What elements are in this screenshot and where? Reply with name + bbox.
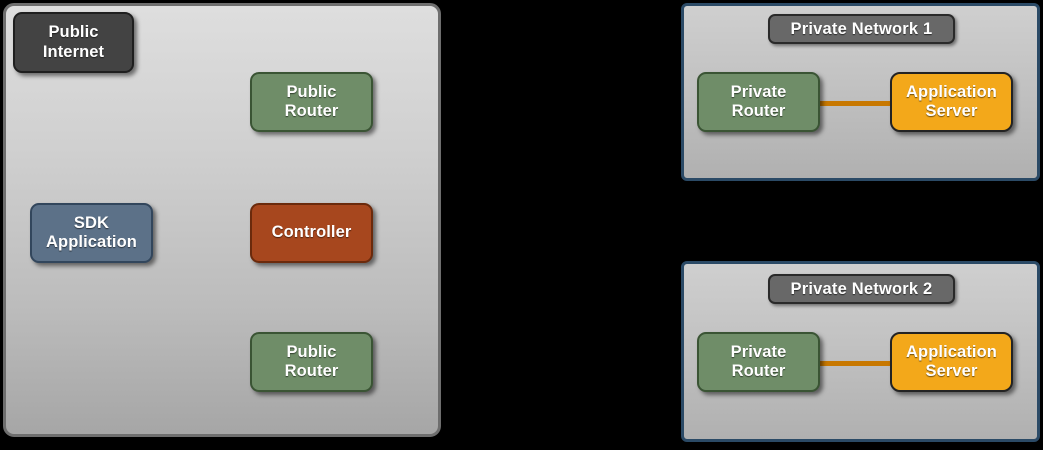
- node-public-internet-label-line1: Public: [48, 23, 99, 42]
- node-public-router-bottom-label-line2: Router: [284, 362, 339, 380]
- public-zone-container: Public Internet Public Router SDK Applic…: [3, 3, 441, 437]
- node-public-internet[interactable]: Public Internet: [13, 12, 134, 73]
- private-network-2-title-label: Private Network 2: [790, 279, 933, 298]
- node-controller-label: Controller: [271, 223, 352, 242]
- node-private-router-2-label-line2: Router: [731, 362, 786, 380]
- private-network-1-container: Private Network 1 Private Router Applica…: [681, 3, 1040, 181]
- node-sdk-application-label-line1: SDK: [73, 213, 110, 232]
- node-application-server-2-label-line1: Application: [906, 342, 997, 361]
- link-private-router-1-to-application-server-1: [817, 101, 899, 106]
- private-network-1-title-label: Private Network 1: [790, 19, 933, 38]
- node-sdk-application[interactable]: SDK Application: [30, 203, 153, 263]
- node-public-router-bottom-label-line1: Public: [286, 342, 337, 361]
- node-private-router-2-label-line1: Private: [730, 342, 787, 361]
- private-network-2-container: Private Network 2 Private Router Applica…: [681, 261, 1040, 442]
- node-application-server-1[interactable]: Application Server: [890, 72, 1013, 132]
- node-application-server-1-label-line1: Application: [906, 82, 997, 101]
- node-public-internet-label-line2: Internet: [42, 42, 105, 61]
- private-network-1-title: Private Network 1: [768, 14, 955, 44]
- node-public-router-top-label-line1: Public: [286, 82, 337, 101]
- node-private-router-1-label-line1: Private: [730, 82, 787, 101]
- node-application-server-2-label-line2: Server: [925, 362, 978, 380]
- node-sdk-application-label-line2: Application: [46, 233, 137, 251]
- node-application-server-1-label-line2: Server: [925, 102, 978, 120]
- node-private-router-1[interactable]: Private Router: [697, 72, 820, 132]
- node-application-server-2[interactable]: Application Server: [890, 332, 1013, 392]
- node-private-router-2[interactable]: Private Router: [697, 332, 820, 392]
- node-private-router-1-label-line2: Router: [731, 102, 786, 120]
- node-public-router-bottom[interactable]: Public Router: [250, 332, 373, 392]
- private-network-2-title: Private Network 2: [768, 274, 955, 304]
- link-private-router-2-to-application-server-2: [817, 361, 899, 366]
- node-public-router-top[interactable]: Public Router: [250, 72, 373, 132]
- node-public-router-top-label-line2: Router: [284, 102, 339, 120]
- node-controller[interactable]: Controller: [250, 203, 373, 263]
